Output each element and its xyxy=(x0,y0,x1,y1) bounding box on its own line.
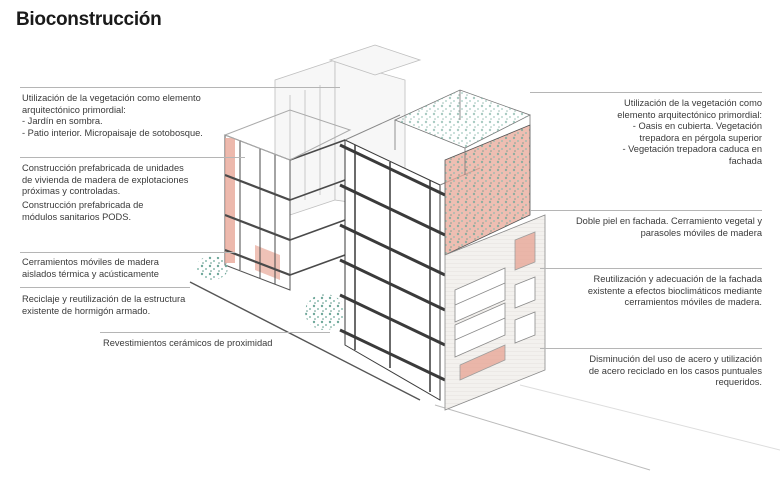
roof-pergola xyxy=(393,89,532,175)
annotation-prefab-wood-units: Construcción prefabricada de unidades de… xyxy=(22,163,189,197)
leader-line xyxy=(540,268,762,269)
leader-line xyxy=(100,332,330,333)
annotation-concrete-reuse: Reciclaje y reutilización de la estructu… xyxy=(22,294,186,316)
annotation-vegetation-garden: Utilización de la vegetación como elemen… xyxy=(22,93,203,138)
annotation-facade-reuse: Reutilización y adecuación de la fachada… xyxy=(587,274,762,308)
existing-facade xyxy=(444,214,546,411)
annotation-prefab-pods: Construcción prefabricada de módulos san… xyxy=(22,200,144,222)
leader-line xyxy=(20,157,245,158)
left-wing-structure xyxy=(223,109,352,291)
leader-line xyxy=(530,210,762,211)
leader-line xyxy=(20,252,235,253)
leader-line xyxy=(530,92,762,93)
green-facade-double-skin xyxy=(444,124,531,256)
annotation-double-skin: Doble piel en fachada. Cerramiento veget… xyxy=(575,216,762,238)
leader-line xyxy=(540,348,762,349)
annotation-ceramic-cladding: Revestimientos cerámicos de proximidad xyxy=(103,338,273,348)
main-block-structure xyxy=(339,114,481,401)
vegetation-ground-left xyxy=(196,256,345,330)
page-title: Bioconstrucción xyxy=(16,9,162,30)
annotation-movable-wood-enclosures: Cerramientos móviles de madera aislados … xyxy=(22,257,159,279)
leader-line xyxy=(20,287,190,288)
annotation-roof-oasis: Utilización de la vegetación como elemen… xyxy=(617,98,762,166)
annotation-steel-reduction: Disminución del uso de acero y utilizaci… xyxy=(588,354,762,388)
leader-line xyxy=(20,87,340,88)
